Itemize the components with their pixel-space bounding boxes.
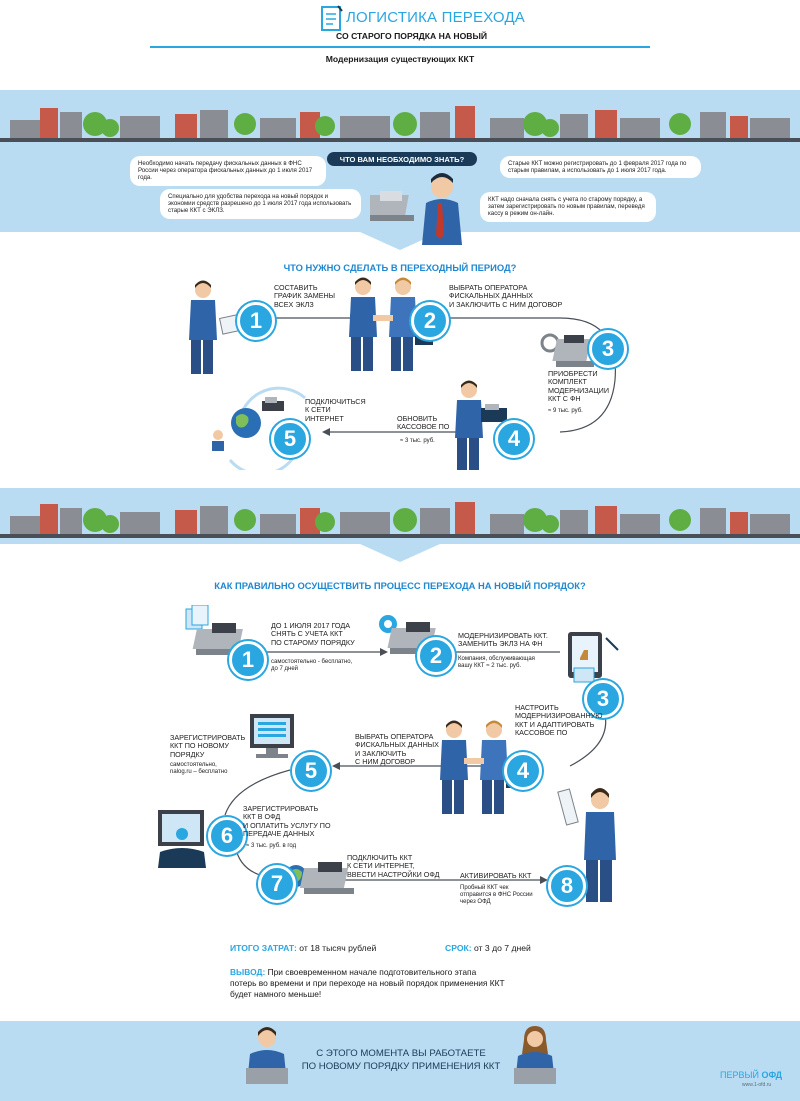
conclusion-label: ВЫВОД:: [230, 967, 266, 977]
transition-step-3-badge: 3: [589, 330, 627, 368]
transition-step-4-badge: 4: [495, 420, 533, 458]
transition-step-2-text: ВЫБРАТЬ ОПЕРАТОРА ФИСКАЛЬНЫХ ДАННЫХ И ЗА…: [449, 283, 563, 309]
city-skyline-top: [0, 90, 800, 150]
woman-laptop-illustration: [514, 1026, 556, 1084]
transition-step-4-cost: ≈ 3 тыс. руб.: [400, 438, 435, 444]
transition-step-3-cost: ≈ 9 тыс. руб.: [548, 408, 583, 414]
total-term-label: СРОК:: [445, 943, 472, 953]
transition-step-5-text: ПОДКЛЮЧИТЬСЯ К СЕТИ ИНТЕРНЕТ: [305, 397, 366, 423]
conclusion: ВЫВОД: При своевременном начале подготов…: [230, 967, 610, 1000]
process-step-2-text: МОДЕРНИЗИРОВАТЬ ККТ. ЗАМЕНИТЬ ЭКЛЗ НА ФН: [458, 631, 548, 649]
brand-url: www.1-ofd.ru: [742, 1082, 772, 1088]
brand-logo: ПЕРВЫЙ ОФД: [720, 1070, 782, 1080]
process-step-2-cost-value: 2 тыс. руб.: [491, 663, 522, 670]
process-step-8-note: Пробный ККТ чек отправится в ФНС России …: [460, 885, 533, 906]
footer-line-2: ПО НОВОМУ ПОРЯДКУ ПРИМЕНЕНИЯ ККТ: [301, 1061, 501, 1072]
total-cost-label: ИТОГО ЗАТРАТ:: [230, 943, 297, 953]
notepad-icon: [321, 5, 343, 31]
process-step-4-text: ВЫБРАТЬ ОПЕРАТОРА ФИСКАЛЬНЫХ ДАННЫХ И ЗА…: [355, 732, 439, 767]
process-step-1-badge: 1: [229, 641, 267, 679]
brand-logo-text-1: ПЕРВЫЙ: [720, 1070, 759, 1080]
process-step-5-text: ЗАРЕГИСТРИРОВАТЬ ККТ ПО НОВОМУ ПОРЯДКУ: [170, 733, 246, 759]
process-step-8-text: АКТИВИРОВАТЬ ККТ: [460, 871, 532, 880]
transition-step-1-text: СОСТАВИТЬ ГРАФИК ЗАМЕНЫ ВСЕХ ЭКЛЗ: [274, 283, 336, 309]
process-step-7-badge: 7: [258, 865, 296, 903]
footer-band: [0, 1021, 800, 1101]
transition-step-1-badge: 1: [237, 302, 275, 340]
process-step-1-note: самостоятельно - бесплатно, до 7 дней: [271, 659, 353, 673]
process-step-6-cost: ≈ 3 тыс. руб. в год: [246, 843, 297, 849]
tablet-setup-illustration: [568, 632, 619, 683]
conclusion-line-3: будет намного меньше!: [230, 989, 322, 999]
internet-globe-illustration: [212, 397, 284, 451]
page-subtitle: СО СТАРОГО ПОРЯДКА НА НОВЫЙ: [336, 31, 488, 41]
process-step-4-badge: 4: [504, 752, 542, 790]
process-step-5-badge: 5: [292, 752, 330, 790]
businessman-register-illustration: [370, 173, 462, 245]
know-left-1: Необходимо начать передачу фискальных да…: [130, 156, 326, 186]
conclusion-line-1: ВЫВОД: При своевременном начале подготов…: [230, 967, 610, 978]
modernization-kit-illustration: [540, 333, 594, 367]
know-right-2: ККТ надо сначала снять с учета по старом…: [480, 192, 656, 222]
transition-step-4-text: ОБНОВИТЬ КАССОВОЕ ПО: [397, 414, 450, 432]
process-step-2-note: Компания, обслуживающая вашу ККТ ≈ 2 тыс…: [458, 656, 535, 670]
person-receipt-illustration: [557, 788, 616, 902]
header-divider: [150, 46, 650, 48]
process-step-2-note-text: Компания, обслуживающая вашу ККТ: [458, 656, 535, 670]
know-question: ЧТО ВАМ НЕОБХОДИМО ЗНАТЬ?: [339, 155, 465, 164]
brand-logo-text-2: ОФД: [761, 1070, 783, 1080]
conclusion-text-1: При своевременном начале подготовительно…: [267, 967, 477, 977]
man-laptop-illustration: [246, 1027, 288, 1084]
total-term: СРОК: от 3 до 7 дней: [445, 943, 531, 953]
know-question-bar: [327, 152, 477, 166]
process-step-8-badge: 8: [548, 867, 586, 905]
monitor-register-illustration: [250, 714, 294, 758]
total-cost-value: от 18 тысяч рублей: [299, 943, 377, 953]
handshake-operator-illustration: [440, 720, 524, 814]
handshake-illustration: [349, 277, 433, 371]
know-right-1: Старые ККТ можно регистрировать до 1 фев…: [500, 156, 701, 179]
section-title: Модернизация существующих ККТ: [325, 54, 475, 64]
process-title: КАК ПРАВИЛЬНО ОСУЩЕСТВИТЬ ПРОЦЕСС ПЕРЕХО…: [214, 580, 586, 591]
city-skyline-middle: [0, 488, 800, 562]
transition-step-2-badge: 2: [411, 302, 449, 340]
total-cost: ИТОГО ЗАТРАТ: от 18 тысяч рублей: [230, 943, 376, 953]
process-step-6-cost-value: 3 тыс. руб. в год: [250, 843, 297, 849]
process-step-6-badge: 6: [208, 817, 246, 855]
process-step-1-text: ДО 1 ИЮЛЯ 2017 ГОДА СНЯТЬ С УЧЕТА ККТ ПО…: [271, 621, 355, 647]
conclusion-line-2: потерь во времени и при переходе на новы…: [230, 978, 505, 988]
transition-title: ЧТО НУЖНО СДЕЛАТЬ В ПЕРЕХОДНЫЙ ПЕРИОД?: [283, 262, 517, 273]
process-step-2-badge: 2: [417, 637, 455, 675]
transition-step-5-badge: 5: [271, 420, 309, 458]
header: ЛОГИСТИКА ПЕРЕХОДА СО СТАРОГО ПОРЯДКА НА…: [0, 0, 800, 64]
person-register-illustration: [455, 380, 507, 470]
process-step-7-text: ПОДКЛЮЧИТЬ ККТ К СЕТИ ИНТЕРНЕТ, ВВЕСТИ Н…: [347, 853, 440, 879]
process-step-6-text: ЗАРЕГИСТРИРОВАТЬ ККТ В ОФД И ОПЛАТИТЬ УС…: [243, 804, 331, 839]
ofd-monitor-illustration: [158, 810, 206, 868]
process-step-5-note: самостоятельно, nalog.ru – бесплатно: [170, 762, 228, 776]
total-term-value: от 3 до 7 дней: [474, 943, 531, 953]
deregister-register-illustration: [185, 605, 248, 655]
process-step-2-cost: ≈ 2 тыс. руб.: [486, 663, 522, 670]
internet-register-illustration: [285, 862, 354, 894]
transition-step-3-text: ПРИОБРЕСТИ КОМПЛЕКТ МОДЕРНИЗАЦИИ ККТ С Ф…: [548, 369, 610, 404]
transition-step-4-cost-value: 3 тыс. руб.: [404, 438, 435, 444]
know-left-2: Специально для удобства перехода на новы…: [160, 189, 361, 219]
footer-line-1: С ЭТОГО МОМЕНТА ВЫ РАБОТАЕТЕ: [316, 1048, 486, 1059]
transition-step-3-cost-value: 9 тыс. руб.: [552, 408, 583, 414]
process-step-3-text: НАСТРОИТЬ МОДЕРНИЗИРОВАННУЮ ККТ И АДАПТИ…: [515, 703, 603, 738]
process-step-3-badge: 3: [584, 680, 622, 718]
page-title: ЛОГИСТИКА ПЕРЕХОДА: [346, 9, 526, 26]
